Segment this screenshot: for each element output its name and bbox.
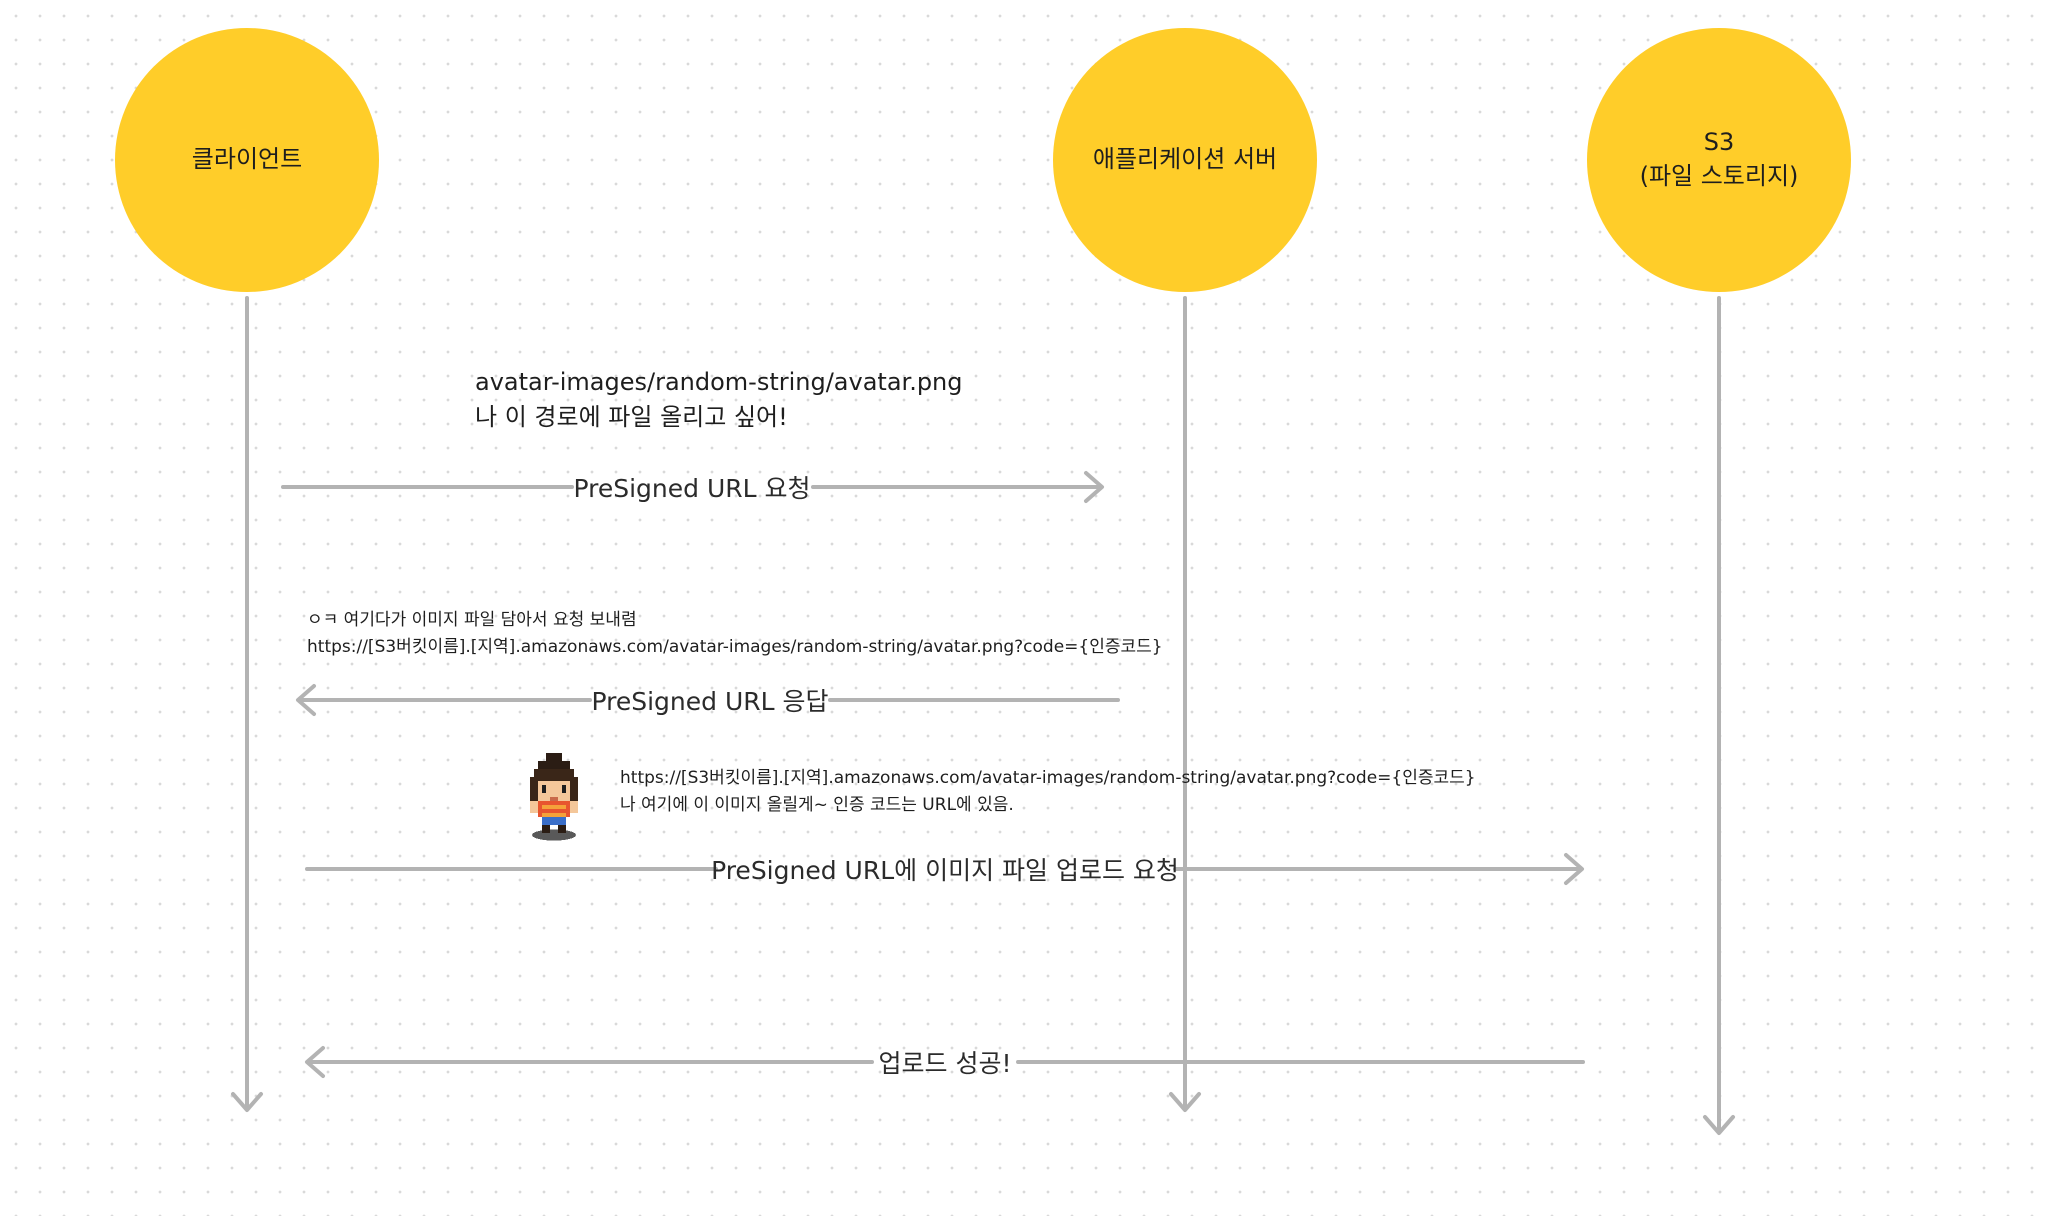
request-note: avatar-images/random-string/avatar.png 나… (475, 365, 963, 435)
server-actor-label: 애플리케이션 서버 (1093, 143, 1277, 177)
request-note-desc: 나 이 경로에 파일 올리고 싶어! (475, 400, 963, 435)
s3-actor: S3 (파일 스토리지) (1587, 28, 1851, 292)
request-note-path: avatar-images/random-string/avatar.png (475, 365, 963, 400)
response-note-url: https://[S3버킷이름].[지역].amazonaws.com/avat… (307, 634, 1163, 661)
upload-request-label: PreSigned URL에 이미지 파일 업로드 요청 (707, 851, 1183, 887)
presigned-request-label: PreSigned URL 요청 (569, 469, 814, 505)
upload-note-url: https://[S3버킷이름].[지역].amazonaws.com/avat… (620, 765, 1476, 792)
client-actor-label: 클라이언트 (192, 143, 302, 177)
upload-note: https://[S3버킷이름].[지역].amazonaws.com/avat… (620, 765, 1476, 819)
response-note-desc: ㅇㅋ 여기다가 이미지 파일 담아서 요청 보내렴 (307, 607, 1163, 634)
client-actor: 클라이언트 (115, 28, 379, 292)
response-note: ㅇㅋ 여기다가 이미지 파일 담아서 요청 보내렴 https://[S3버킷이… (307, 607, 1163, 661)
server-actor: 애플리케이션 서버 (1053, 28, 1317, 292)
s3-actor-label: S3 (파일 스토리지) (1640, 126, 1799, 193)
presigned-response-label: PreSigned URL 응답 (587, 682, 832, 718)
upload-note-desc: 나 여기에 이 이미지 올릴게~ 인증 코드는 URL에 있음. (620, 792, 1476, 819)
pixel-character-icon (526, 752, 582, 842)
upload-success-label: 업로드 성공! (875, 1044, 1016, 1080)
